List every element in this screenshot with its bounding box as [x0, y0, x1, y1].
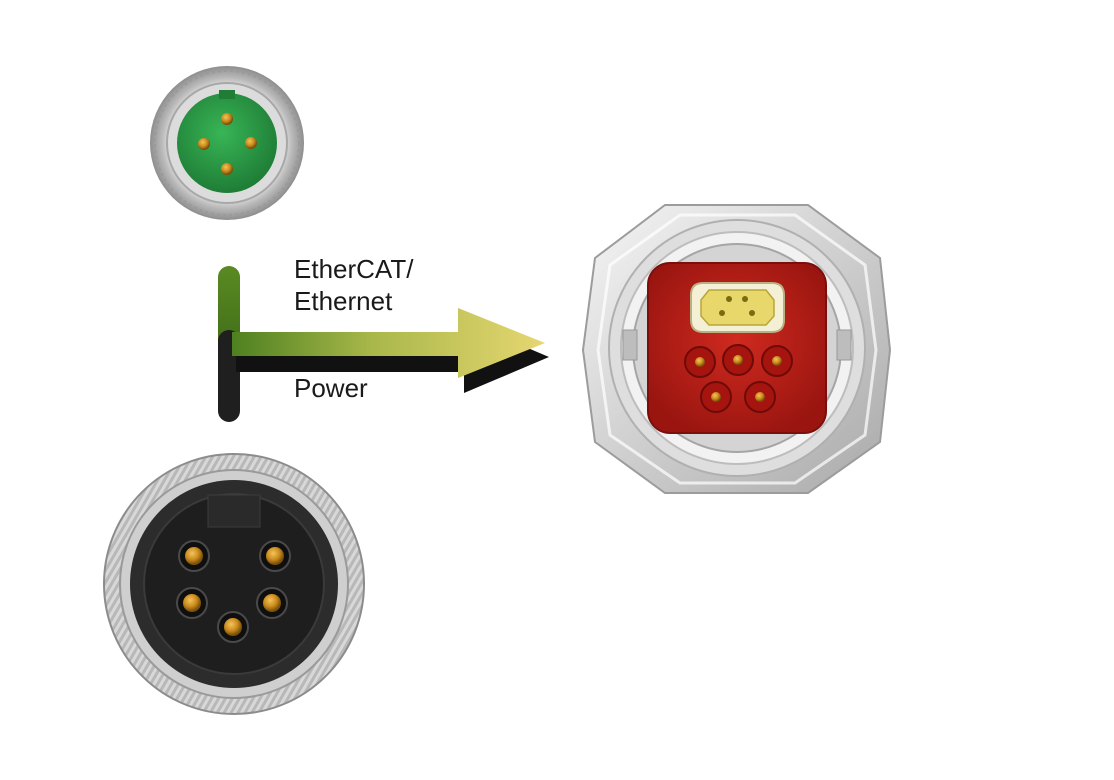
hybrid-connector-icon: [581, 204, 892, 494]
ethercat-label-line1: EtherCAT/: [294, 254, 414, 284]
power-label: Power: [294, 373, 368, 403]
hybrid-power-pins-icon: [684, 344, 793, 413]
ethercat-label-line2: Ethernet: [294, 286, 393, 316]
hybrid-signal-insert-icon: [690, 282, 785, 333]
power-pins-icon: [176, 540, 291, 643]
ethernet-pins-icon: [198, 113, 257, 175]
merge-arrow-icon: [232, 308, 549, 393]
power-connector-icon: [103, 453, 365, 715]
ethernet-connector-icon: [150, 66, 304, 220]
